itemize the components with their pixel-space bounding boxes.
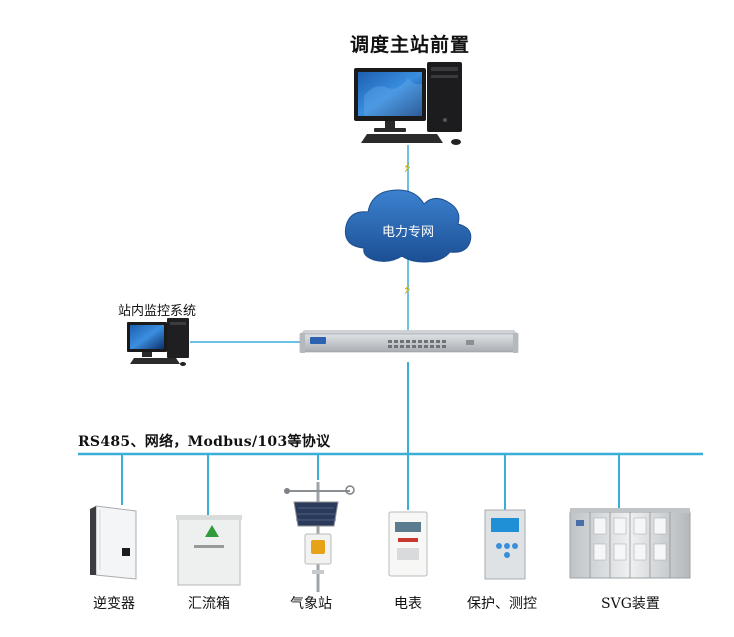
local-monitor-computer-icon <box>127 318 189 366</box>
svg-compensator-cabinet-icon <box>569 508 691 579</box>
device-label-energy-meter: 电表 <box>394 596 422 612</box>
protocol-label: RS485、网络，Modbus/103等协议 <box>78 434 331 450</box>
device-drop-lines <box>121 454 620 517</box>
wan-link-bottom <box>404 258 411 333</box>
local-monitor-label: 站内监控系统 <box>118 304 197 319</box>
device-label-weather-station: 气象站 <box>290 596 332 612</box>
cloud-label: 电力专网 <box>382 225 435 240</box>
power-network-cloud <box>344 189 472 263</box>
device-label-combiner-box: 汇流箱 <box>188 596 230 612</box>
wan-link-top <box>404 145 411 192</box>
combiner-box-icon <box>176 515 242 586</box>
device-label-protection: 保护、测控 <box>467 596 537 612</box>
inverter-device-icon <box>90 505 137 580</box>
device-label-inverter: 逆变器 <box>93 596 135 612</box>
energy-meter-icon <box>388 511 428 577</box>
device-label-svg: SVG装置 <box>601 596 660 612</box>
communication-gateway-device <box>299 330 519 353</box>
dispatch-master-title: 调度主站前置 <box>350 34 471 56</box>
protection-measurement-device-icon <box>484 509 526 580</box>
dispatch-master-computer-icon <box>354 62 462 145</box>
weather-station-icon <box>284 482 355 592</box>
